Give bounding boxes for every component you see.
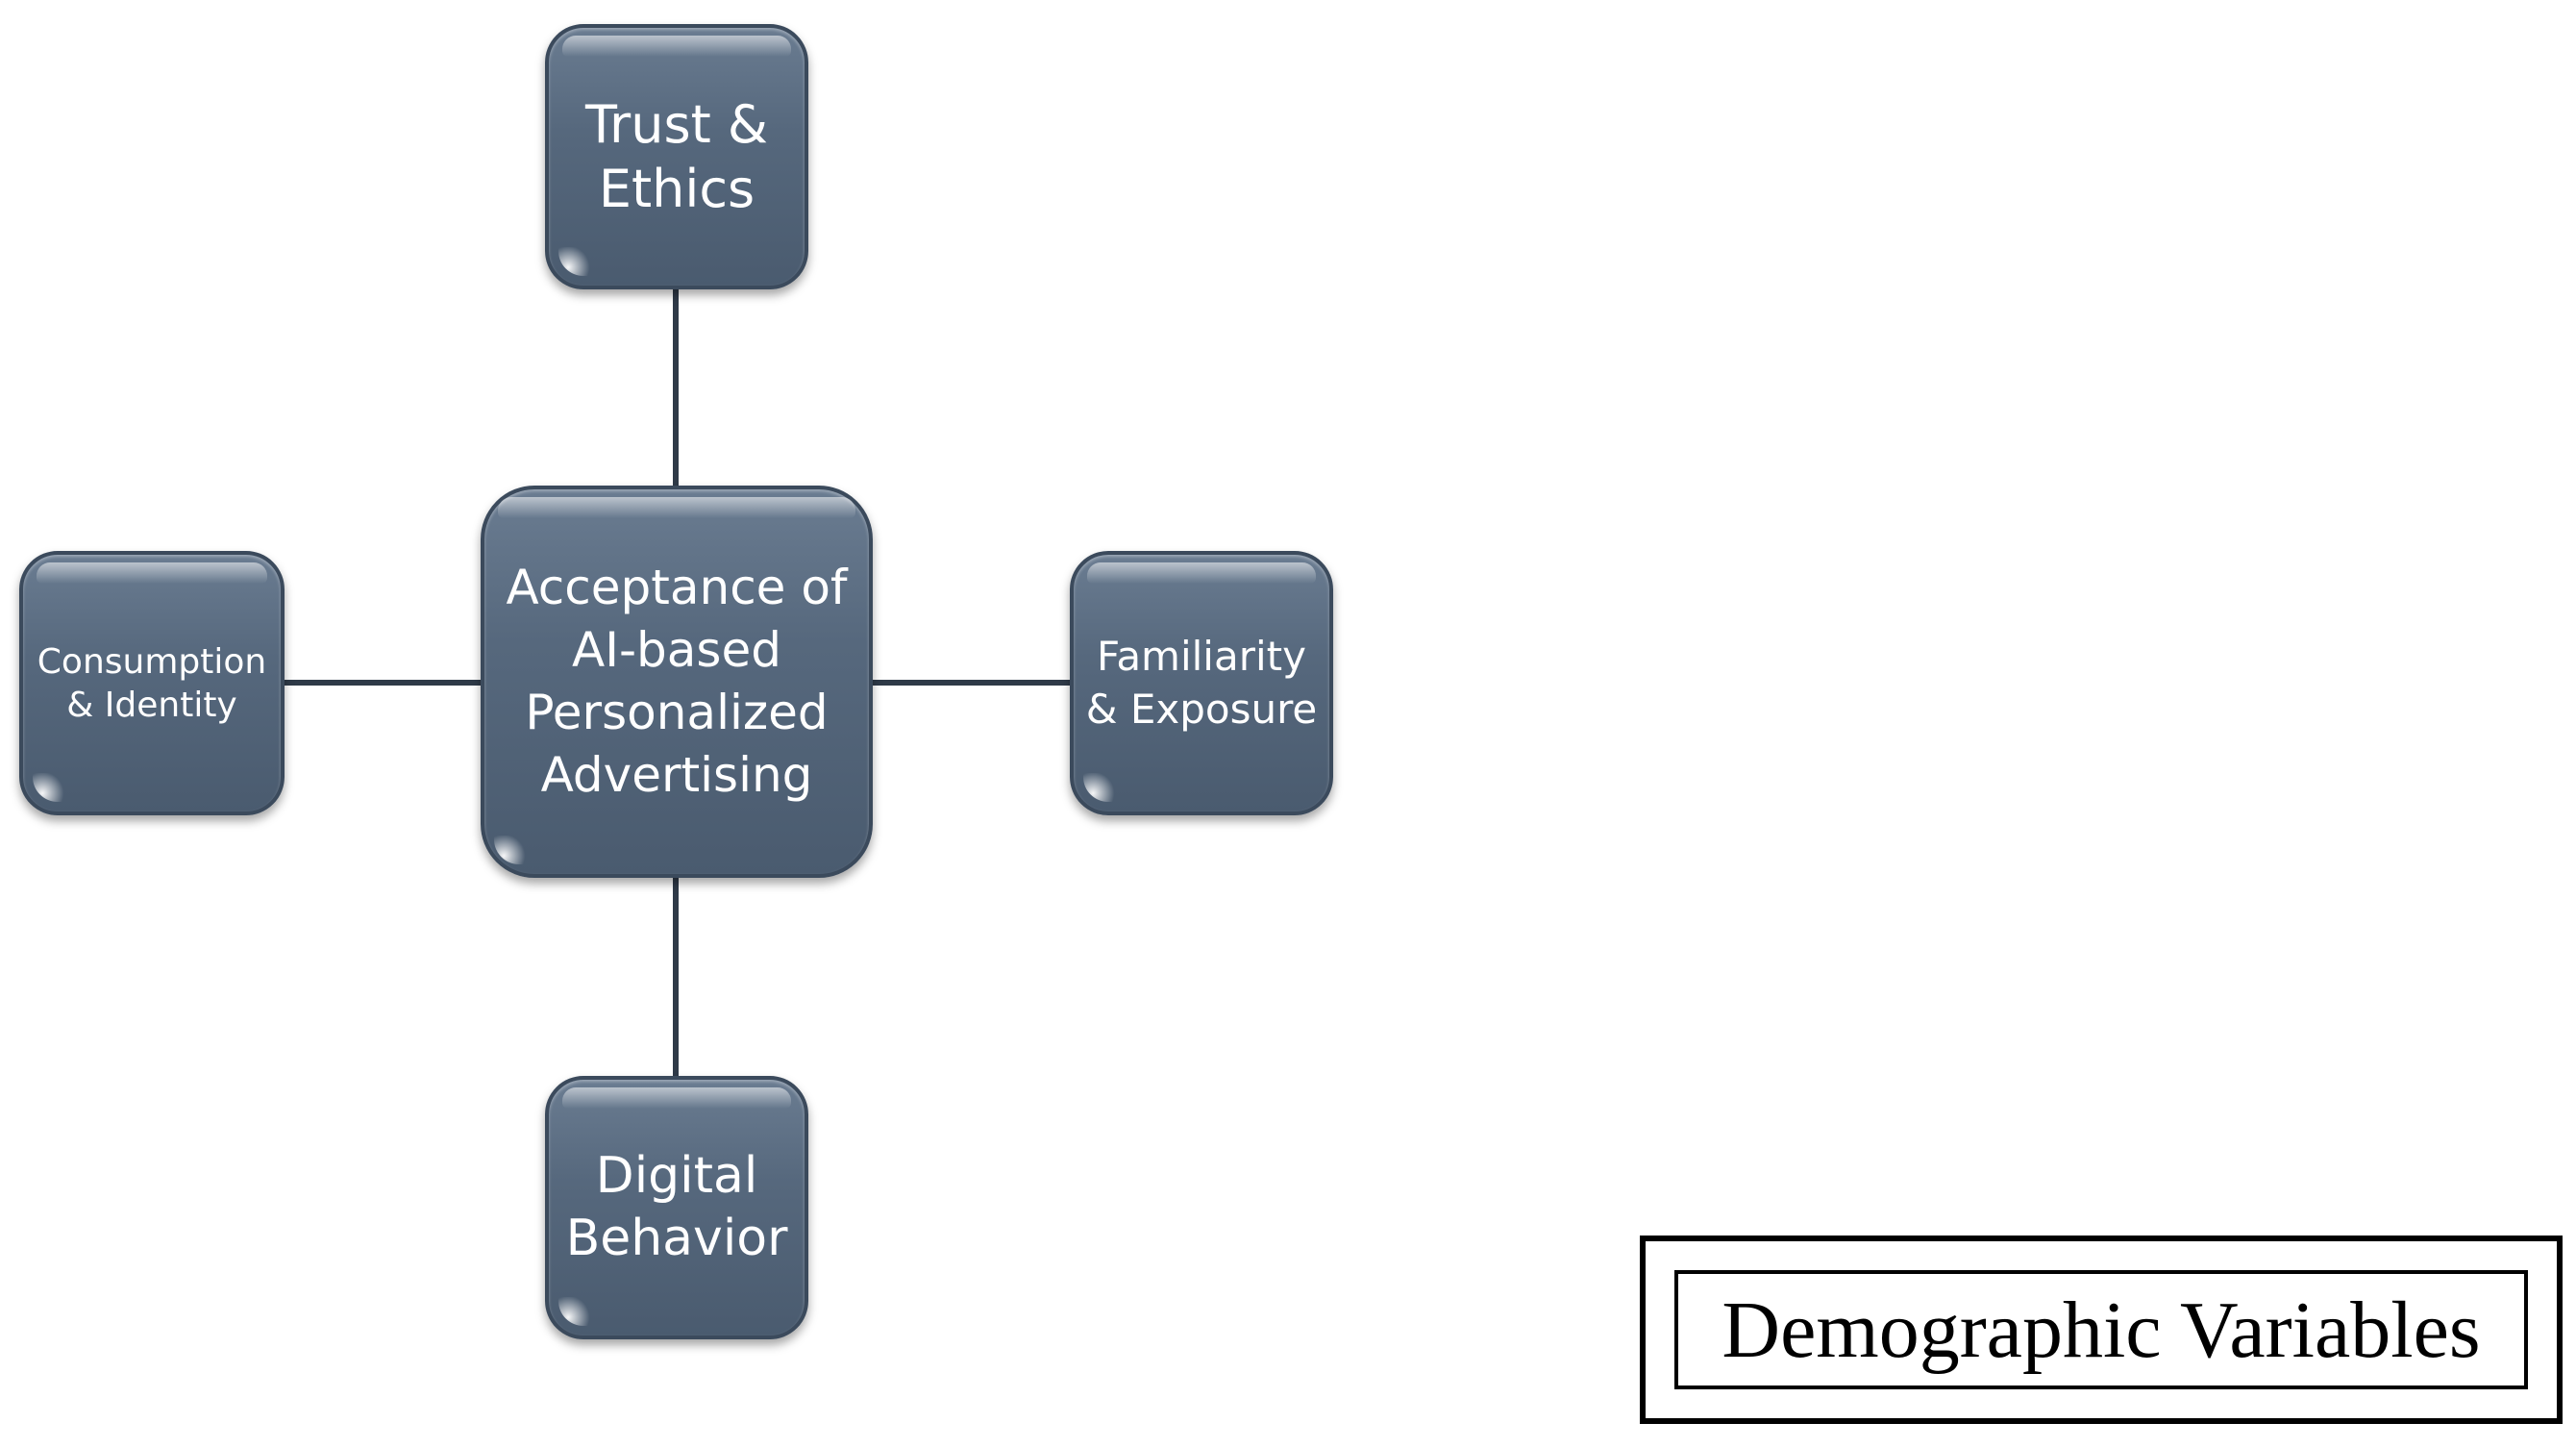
node-label: Consumption & Identity (37, 641, 267, 725)
connector-left (283, 680, 483, 686)
node-label: Familiarity & Exposure (1085, 632, 1318, 733)
demographic-variables-label: Demographic Variables (1674, 1270, 2528, 1389)
node-label: Trust & Ethics (584, 93, 769, 220)
node-acceptance-ai-advertising: Acceptance of AI-based Personalized Adve… (481, 486, 873, 878)
node-consumption-identity: Consumption & Identity (19, 551, 285, 815)
connector-top (673, 287, 679, 488)
node-label: Digital Behavior (565, 1147, 788, 1267)
node-digital-behavior: Digital Behavior (545, 1076, 808, 1339)
node-familiarity-exposure: Familiarity & Exposure (1070, 551, 1333, 815)
node-label: Acceptance of AI-based Personalized Adve… (506, 560, 848, 803)
connector-right (871, 680, 1072, 686)
connector-bottom (673, 875, 679, 1079)
demographic-variables-box: Demographic Variables (1640, 1236, 2563, 1424)
node-trust-ethics: Trust & Ethics (545, 24, 808, 289)
